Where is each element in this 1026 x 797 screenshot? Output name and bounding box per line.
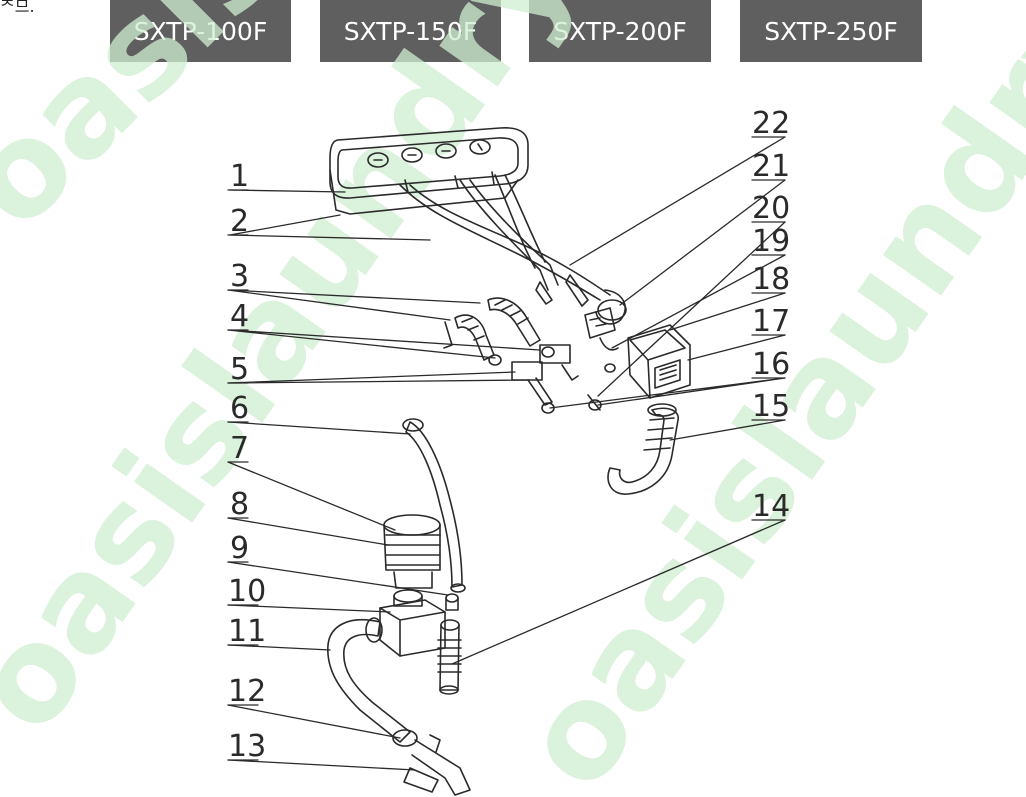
tab-sxtp-100f[interactable]: SXTP-100F	[110, 0, 291, 62]
callout-21: 21	[752, 149, 790, 184]
callout-3: 3	[230, 259, 249, 294]
callout-16: 16	[752, 347, 790, 382]
tab-sxtp-200f[interactable]: SXTP-200F	[529, 0, 711, 62]
callout-12: 12	[228, 674, 266, 709]
tube-bundle-part	[399, 174, 627, 325]
callout-18: 18	[752, 262, 790, 297]
callout-8: 8	[230, 487, 249, 522]
callout-14: 14	[752, 489, 790, 524]
callout-10: 10	[228, 574, 266, 609]
callout-numbers: 1 2 3 4 5 6 7 8 9 10 11 12 13 14 15 16 1…	[228, 106, 790, 764]
drain-valve-part	[379, 589, 459, 657]
callout-13: 13	[228, 729, 266, 764]
callout-2: 2	[230, 204, 249, 239]
callout-6: 6	[230, 391, 249, 426]
callout-7: 7	[230, 431, 249, 466]
elbow-hose-part	[607, 403, 679, 495]
callout-5: 5	[230, 352, 249, 387]
tab-sxtp-150f[interactable]: SXTP-150F	[320, 0, 501, 62]
callout-9: 9	[230, 531, 249, 566]
callout-underlines	[227, 136, 786, 761]
callout-20: 20	[752, 191, 790, 226]
valve-hoses-part	[443, 297, 579, 414]
leader-lines	[227, 136, 786, 771]
long-hose-part	[402, 418, 466, 593]
tab-sxtp-250f[interactable]: SXTP-250F	[740, 0, 922, 62]
callout-4: 4	[230, 299, 249, 334]
corner-glyph: ᄌ므.	[0, 0, 35, 16]
callout-17: 17	[752, 304, 790, 339]
callout-22: 22	[752, 106, 790, 141]
callout-15: 15	[752, 389, 790, 424]
callout-19: 19	[752, 224, 790, 259]
callout-1: 1	[230, 159, 249, 194]
drain-hose-part	[327, 617, 471, 796]
callout-11: 11	[228, 614, 266, 649]
valve-assembly-part	[584, 307, 691, 411]
control-panel-part	[329, 127, 529, 215]
bellows-part	[383, 514, 441, 589]
corrugated-pipe-part	[437, 619, 462, 695]
